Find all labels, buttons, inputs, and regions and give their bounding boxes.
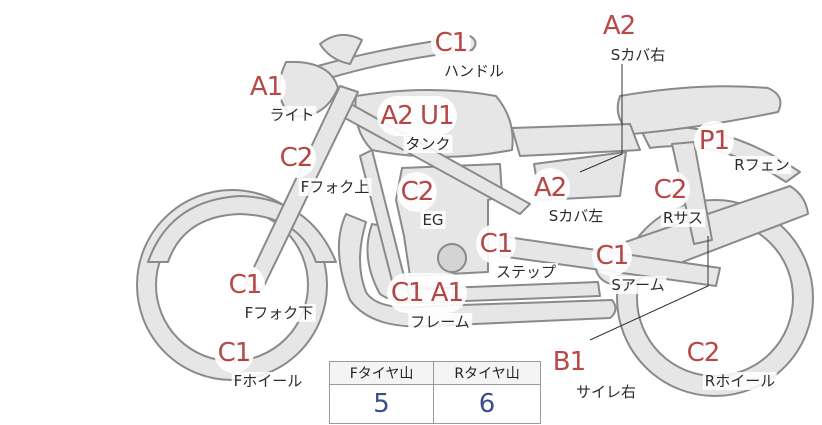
- label-s-cover-left: Sカバ左: [546, 207, 606, 225]
- rear-tyre-tread-value: 6: [433, 384, 541, 424]
- label-s-cover-right: Sカバ右: [608, 46, 668, 64]
- engine-cover: [437, 243, 467, 273]
- label-handle: ハンドル: [441, 62, 507, 80]
- seat-rail: [511, 123, 641, 157]
- grade-r-wheel: C2: [683, 333, 723, 373]
- label-f-fork-upper: Fフォク上: [298, 178, 372, 196]
- grade-r-sus: C2: [650, 170, 690, 210]
- label-silencer-right: サイレ右: [573, 383, 639, 401]
- label-s-arm: Sアーム: [609, 276, 667, 294]
- label-tank: タンク: [403, 135, 453, 153]
- grade-handle: C1: [431, 23, 471, 63]
- mirror: [319, 33, 363, 65]
- grade-silencer-right: B1: [549, 342, 589, 382]
- grade-s-arm: C1: [592, 236, 632, 276]
- grade-r-fender: P1: [694, 121, 734, 161]
- label-r-sus: Rサス: [660, 209, 706, 227]
- exhaust-lower: [337, 213, 617, 328]
- grade-frame: C1 A1: [387, 273, 467, 313]
- leader-line-s-cover-right: [579, 64, 623, 173]
- label-engine: EG: [420, 211, 446, 229]
- grade-engine: C2: [397, 172, 437, 212]
- tyre-tread-table: Fタイヤ山 Rタイヤ山 5 6: [328, 361, 541, 424]
- grade-f-fork-lower: C1: [225, 265, 265, 305]
- front-tyre-tread-header: Fタイヤ山: [328, 361, 435, 385]
- grade-tank: A2 U1: [377, 96, 457, 136]
- leader-line-silencer: [589, 236, 709, 341]
- label-light: ライト: [267, 106, 317, 124]
- grade-light: A1: [246, 67, 286, 107]
- rear-tyre-tread-header: Rタイヤ山: [433, 361, 541, 385]
- label-step: ステップ: [493, 263, 559, 281]
- label-r-wheel: Rホイール: [702, 372, 778, 390]
- label-f-fork-lower: Fフォク下: [242, 304, 316, 322]
- grade-f-fork-upper: C2: [276, 138, 316, 178]
- grade-s-cover-right: A2: [599, 6, 639, 46]
- grade-s-cover-left: A2: [530, 168, 570, 208]
- front-tyre-tread-value: 5: [328, 384, 435, 424]
- grade-step: C1: [476, 224, 516, 264]
- label-frame: フレーム: [408, 313, 472, 331]
- grade-f-wheel: C1: [214, 333, 254, 373]
- label-f-wheel: Fホイール: [231, 372, 305, 390]
- label-r-fender: Rフェン: [732, 156, 792, 174]
